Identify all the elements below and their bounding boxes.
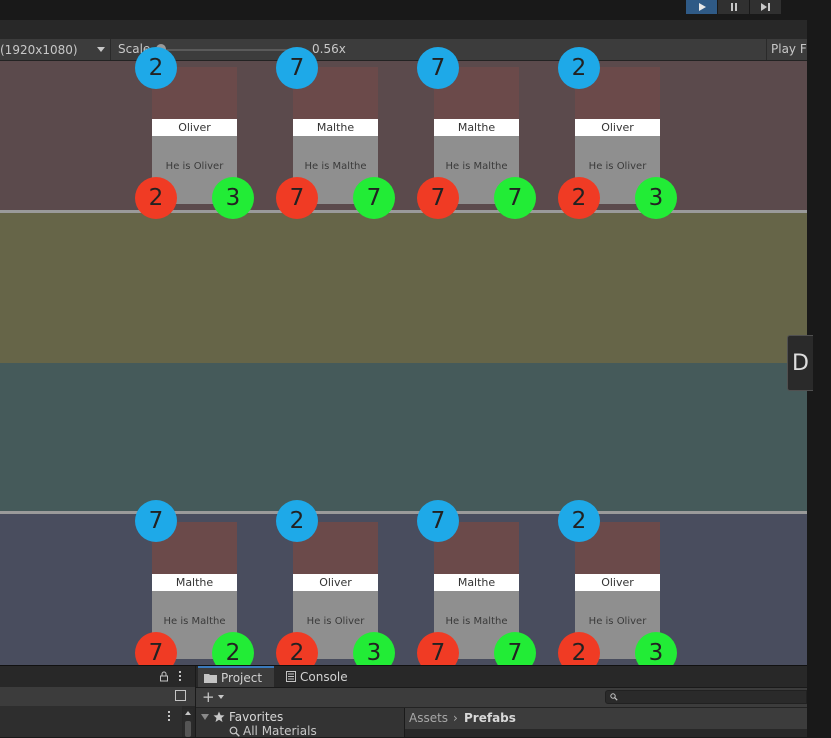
project-toolbar: + [196, 688, 807, 708]
expand-arrow-icon[interactable] [201, 713, 209, 720]
cost-badge: 7 [135, 500, 177, 542]
bottom-tab-bar: Project Console [196, 666, 807, 688]
game-view[interactable]: Oliver He is Oliver Malthe He is Malthe … [0, 47, 813, 674]
star-icon [213, 711, 225, 722]
breadcrumb: Assets › Prefabs [405, 708, 807, 729]
attack-badge: 7 [417, 177, 459, 219]
tab-project-label: Project [221, 670, 263, 685]
pause-button[interactable] [718, 0, 749, 14]
card-name: Malthe [293, 119, 378, 136]
bottom-panels: Project Console + Favorites All Material… [0, 665, 807, 738]
kebab-menu-icon[interactable] [168, 711, 172, 721]
search-input[interactable] [605, 690, 807, 704]
kebab-menu-icon[interactable] [179, 671, 183, 681]
health-badge: 7 [353, 177, 395, 219]
add-icon[interactable]: + [202, 688, 215, 706]
favorites-item[interactable]: Favorites [201, 709, 283, 724]
cost-badge: 2 [276, 500, 318, 542]
step-button[interactable] [750, 0, 781, 14]
tab-project[interactable]: Project [198, 666, 274, 687]
resolution-value: (1920x1080) [0, 42, 78, 57]
editor-top-bar [0, 0, 807, 20]
lock-icon[interactable] [159, 671, 169, 682]
chevron-right-icon: › [453, 711, 458, 725]
breadcrumb-assets[interactable]: Assets [409, 711, 449, 725]
health-badge: 3 [212, 177, 254, 219]
card-name: Oliver [575, 574, 660, 591]
zone-divider [0, 210, 807, 213]
cost-badge: 2 [558, 47, 600, 89]
attack-badge: 7 [276, 177, 318, 219]
step-icon [760, 3, 770, 11]
card-name: Malthe [434, 119, 519, 136]
hierarchy-list[interactable] [0, 706, 182, 737]
folder-icon [204, 673, 217, 683]
card[interactable]: Oliver He is Oliver [575, 67, 660, 204]
health-badge: 7 [494, 177, 536, 219]
cost-badge: 7 [276, 47, 318, 89]
attack-badge: 2 [558, 177, 600, 219]
cost-badge: 7 [417, 500, 459, 542]
scale-value: 0.56x [312, 42, 346, 56]
card-name: Oliver [293, 574, 378, 591]
pause-icon [730, 3, 737, 11]
chevron-down-icon [97, 47, 105, 52]
game-view-toolbar: (1920x1080) Scale 0.56x Play F [0, 39, 807, 61]
card-name: Oliver [575, 119, 660, 136]
all-materials-label: All Materials [243, 724, 317, 738]
hierarchy-panel [0, 666, 196, 737]
search-icon [229, 726, 240, 737]
middle-zone-lower [0, 363, 807, 513]
side-panel-tab[interactable]: D [787, 335, 813, 391]
cost-badge: 2 [558, 500, 600, 542]
tab-console[interactable]: Console [286, 666, 366, 687]
hierarchy-toolbar [0, 687, 195, 706]
maximize-icon[interactable] [175, 690, 186, 701]
cost-badge: 2 [135, 47, 177, 89]
card-name: Oliver [152, 119, 237, 136]
favorites-label: Favorites [229, 709, 284, 724]
tab-console-label: Console [300, 669, 348, 684]
cost-badge: 7 [417, 47, 459, 89]
tab-strip [0, 20, 807, 40]
zone-divider [0, 511, 807, 514]
hierarchy-scrollbar[interactable] [183, 709, 193, 737]
health-badge: 3 [635, 177, 677, 219]
player-zone [0, 513, 807, 665]
card-name: Malthe [434, 574, 519, 591]
chevron-down-icon[interactable] [218, 695, 224, 699]
card[interactable]: Malthe He is Malthe [293, 67, 378, 204]
play-focused-dropdown[interactable]: Play F [766, 39, 831, 60]
card-name: Malthe [152, 574, 237, 591]
middle-zone-upper [0, 211, 807, 363]
attack-badge: 2 [135, 177, 177, 219]
breadcrumb-prefabs[interactable]: Prefabs [464, 711, 516, 725]
scale-slider-track[interactable] [160, 49, 306, 51]
play-button[interactable] [686, 0, 717, 14]
hierarchy-header [0, 666, 195, 687]
enemy-zone [0, 61, 807, 211]
scroll-thumb[interactable] [185, 721, 191, 737]
all-materials-item[interactable]: All Materials [229, 724, 317, 738]
project-tree: Favorites All Materials [196, 708, 405, 738]
scroll-up-icon[interactable] [185, 711, 191, 715]
search-icon [610, 693, 618, 701]
play-icon [698, 3, 706, 11]
card[interactable]: Oliver He is Oliver [152, 67, 237, 204]
play-controls [685, 0, 781, 14]
resolution-dropdown[interactable]: (1920x1080) [0, 39, 111, 60]
console-icon [286, 671, 296, 682]
